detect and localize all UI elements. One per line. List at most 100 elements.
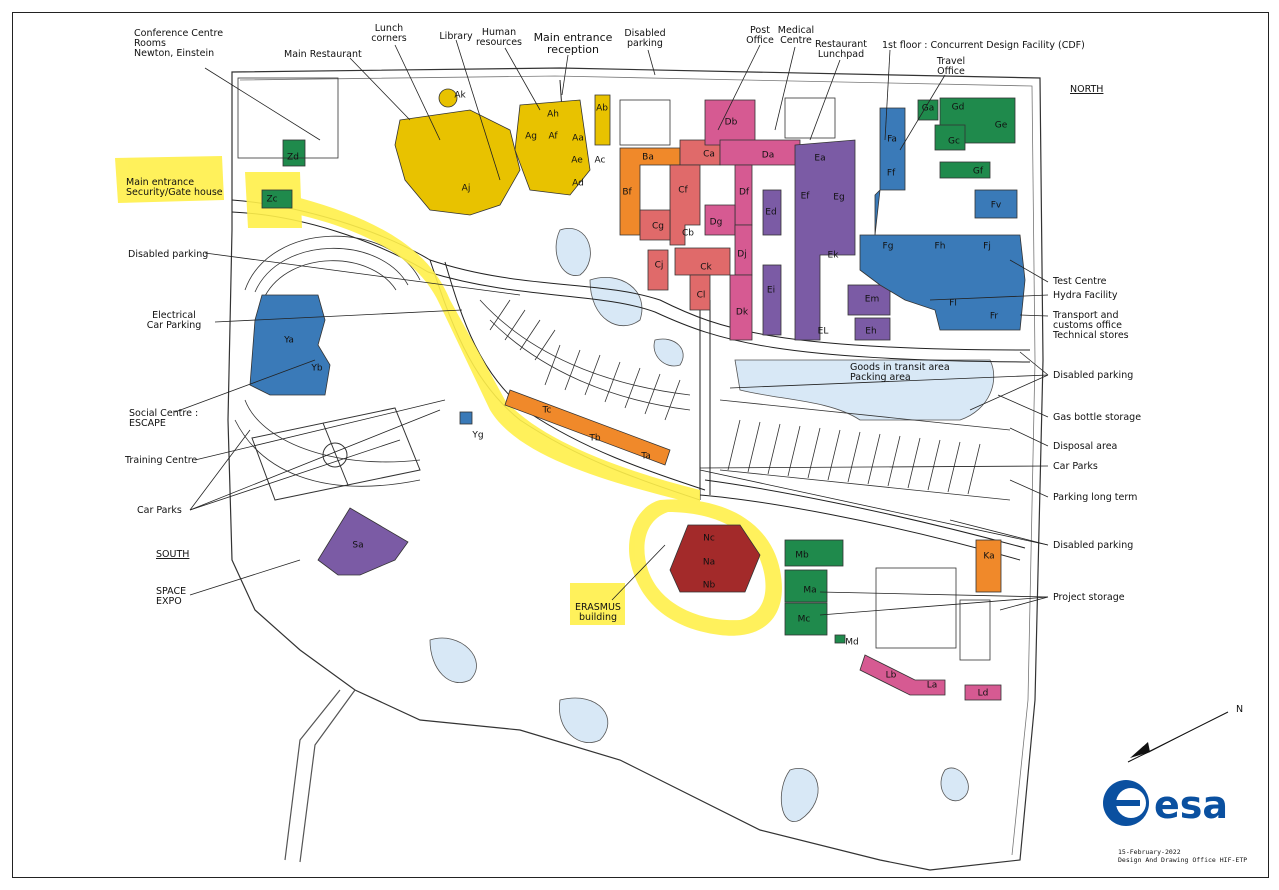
building-code-Tb: Tb (588, 434, 600, 444)
building-outline (784, 97, 836, 139)
building-Gc (934, 124, 966, 151)
building-code-Fr: Fr (990, 312, 999, 322)
building-Tc (504, 389, 671, 466)
building-code-EL: EL (818, 327, 829, 337)
label-line: Conference Centre (134, 28, 223, 39)
label-line: Lunchpad (818, 49, 864, 60)
label-line: Travel (936, 56, 965, 67)
building-Lb (859, 654, 946, 696)
building-code-Ma: Ma (803, 586, 816, 596)
label-line: Medical (778, 25, 814, 36)
label-line: EXPO (156, 596, 182, 607)
esa-logo: esa (1103, 780, 1228, 827)
parking-rows (489, 299, 981, 495)
building-code-Em: Em (865, 295, 879, 305)
label-line: Technical stores (1052, 330, 1129, 341)
building-code-Zc: Zc (266, 195, 277, 205)
site-outline (227, 67, 1044, 871)
label-line: Library (439, 31, 473, 42)
building-Dk (729, 274, 753, 341)
north-label: NORTH (1070, 84, 1103, 95)
label-line: Office (746, 35, 774, 46)
building-code-Ga: Ga (922, 104, 935, 114)
building-Ei (762, 264, 782, 336)
building-Zd (282, 139, 306, 167)
building-Ld (964, 684, 1002, 701)
label-line: Training Centre (124, 455, 197, 466)
building-Md (834, 634, 846, 644)
building-Ya (249, 294, 331, 396)
building-Cg (639, 209, 671, 241)
label-line: ERASMUS (575, 602, 621, 613)
label-line: Project storage (1053, 592, 1125, 603)
label-line: Test Centre (1052, 276, 1107, 287)
label-line: corners (371, 33, 407, 44)
building-code-Gf: Gf (973, 167, 984, 177)
label-disabled-parking-left: Disabled parking (128, 249, 208, 260)
building-Cf (669, 164, 701, 246)
water-bodies (429, 228, 995, 822)
building-code-La: La (927, 681, 938, 691)
building-Mb (784, 539, 844, 567)
building-code-Gd: Gd (952, 103, 965, 113)
building-Gf (939, 161, 991, 179)
building-code-Eh: Eh (865, 327, 876, 337)
building-code-Dj: Dj (737, 250, 746, 260)
esa-logo-text: esa (1154, 783, 1228, 827)
label-training: Training Centre (124, 455, 197, 466)
building-Ed (762, 189, 782, 236)
buildings (237, 77, 1026, 701)
building-Ka (975, 539, 1002, 593)
building-code-Aj: Aj (462, 184, 471, 194)
label-library: Library (439, 31, 473, 42)
building-code-Ei: Ei (767, 286, 775, 296)
building-code-Df: Df (739, 188, 750, 198)
building-Na (669, 524, 761, 593)
building-code-Ba: Ba (642, 153, 654, 163)
building-code-Da: Da (762, 151, 774, 161)
building-code-Ac: Ac (595, 156, 606, 166)
footer-date: 15-February-2022 (1118, 848, 1181, 856)
building-Sa (317, 507, 409, 576)
building-Ga (917, 99, 939, 121)
label-line: Rooms (134, 38, 166, 49)
label-disabled-parking-right2: Disabled parking (1053, 540, 1133, 551)
building-code-Ta: Ta (640, 452, 651, 462)
building-Zc (261, 189, 293, 209)
label-carparks-right: Car Parks (1053, 461, 1098, 472)
label-line: ESCAPE (129, 418, 166, 429)
building-code-Ef: Ef (801, 192, 811, 202)
label-line: Main entrance (534, 31, 613, 44)
label-line: Transport and (1052, 310, 1118, 321)
building-code-Ak: Ak (454, 91, 466, 101)
building-code-Bf: Bf (622, 188, 632, 198)
label-line: Lunch (375, 23, 403, 34)
building-code-Ea: Ea (814, 154, 825, 164)
building-Ak (438, 88, 458, 108)
label-line: Social Centre : (129, 408, 198, 419)
building-code-Cf: Cf (678, 186, 688, 196)
building-Cj (647, 249, 669, 291)
building-code-Ek: Ek (828, 251, 840, 261)
building-code-Nc: Nc (703, 534, 715, 544)
building-outline (619, 99, 671, 146)
building-code-Ck: Ck (700, 263, 712, 273)
building-code-Fl: Fl (949, 299, 957, 309)
building-code-Ag: Ag (525, 132, 537, 142)
label-social: Social Centre :ESCAPE (129, 408, 198, 429)
building-code-Ff: Ff (887, 169, 896, 179)
label-line: Goods in transit area (850, 362, 950, 373)
north-arrow-letter: N (1236, 704, 1243, 715)
building-Mc (784, 602, 828, 636)
building-code-Fa: Fa (887, 135, 897, 145)
building-Cl (689, 274, 711, 311)
label-line: building (579, 612, 617, 623)
building-Fv (974, 189, 1018, 219)
